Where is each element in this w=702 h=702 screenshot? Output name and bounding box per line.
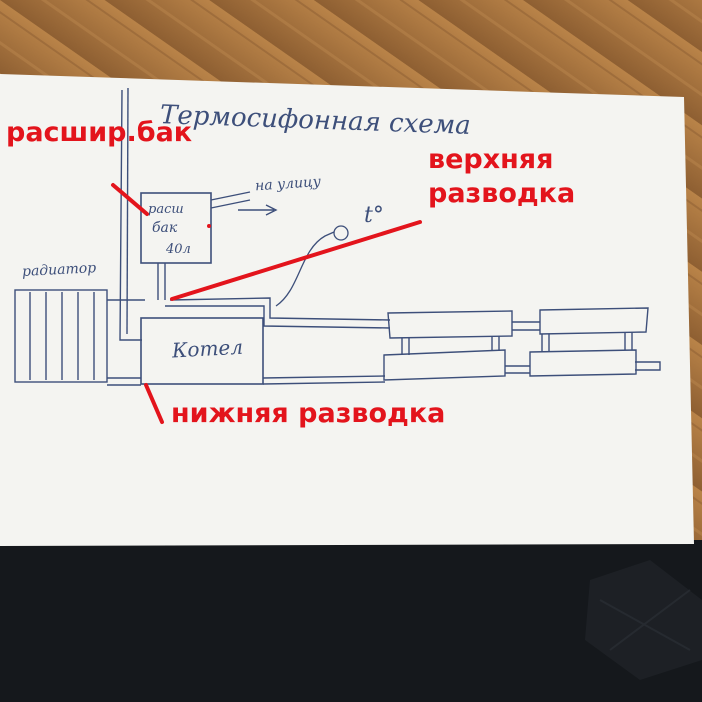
tank-label-line1: расш <box>148 202 184 217</box>
cloth-pattern <box>585 560 702 680</box>
vent-pipe <box>210 191 251 209</box>
upper-piping-annotation-line1: верхняя <box>428 144 554 175</box>
tank-label-line2: бак <box>152 220 178 236</box>
expansion-tank: расш бак 40л <box>140 192 212 264</box>
vent-arrow <box>238 204 278 216</box>
lower-pipe-link <box>505 365 530 374</box>
expansion-tank-annotation: расшир.бак <box>6 117 193 148</box>
vertical-pipe-left <box>119 89 142 341</box>
tank-down-pipe <box>157 263 166 300</box>
vertical-pipe-right <box>126 87 129 335</box>
boiler-label: Котел <box>170 335 243 363</box>
lower-piping-pointer-line <box>144 383 164 424</box>
dark-cloth <box>0 540 702 702</box>
pipe-register-2 <box>529 307 649 377</box>
upper-piping-pointer-line <box>170 220 422 301</box>
pipe-register-1 <box>383 310 513 381</box>
paper-sheet <box>0 74 694 546</box>
tank-label-line3: 40л <box>165 242 191 257</box>
temperature-gauge <box>333 225 349 241</box>
lower-pipe-main <box>107 375 386 379</box>
lower-piping-annotation: нижняя разводка <box>171 398 446 429</box>
outlet-pipe <box>635 361 661 371</box>
upper-pipe-main-2 <box>165 305 391 329</box>
boiler: Котел <box>140 317 264 385</box>
upper-pipe-main <box>169 297 391 321</box>
lower-pipe-main-2 <box>107 381 386 386</box>
tank-pointer-line <box>111 183 149 216</box>
upper-piping-annotation: верхняя разводка <box>428 143 575 211</box>
sensor-wire <box>275 231 335 307</box>
upper-piping-annotation-line2: разводка <box>428 178 576 209</box>
upper-pipe-link <box>512 321 540 331</box>
temperature-label: t° <box>364 203 384 228</box>
radiator <box>14 289 108 383</box>
radiator-label: радиатор <box>22 260 97 280</box>
to-street-label: на улицу <box>255 174 323 195</box>
